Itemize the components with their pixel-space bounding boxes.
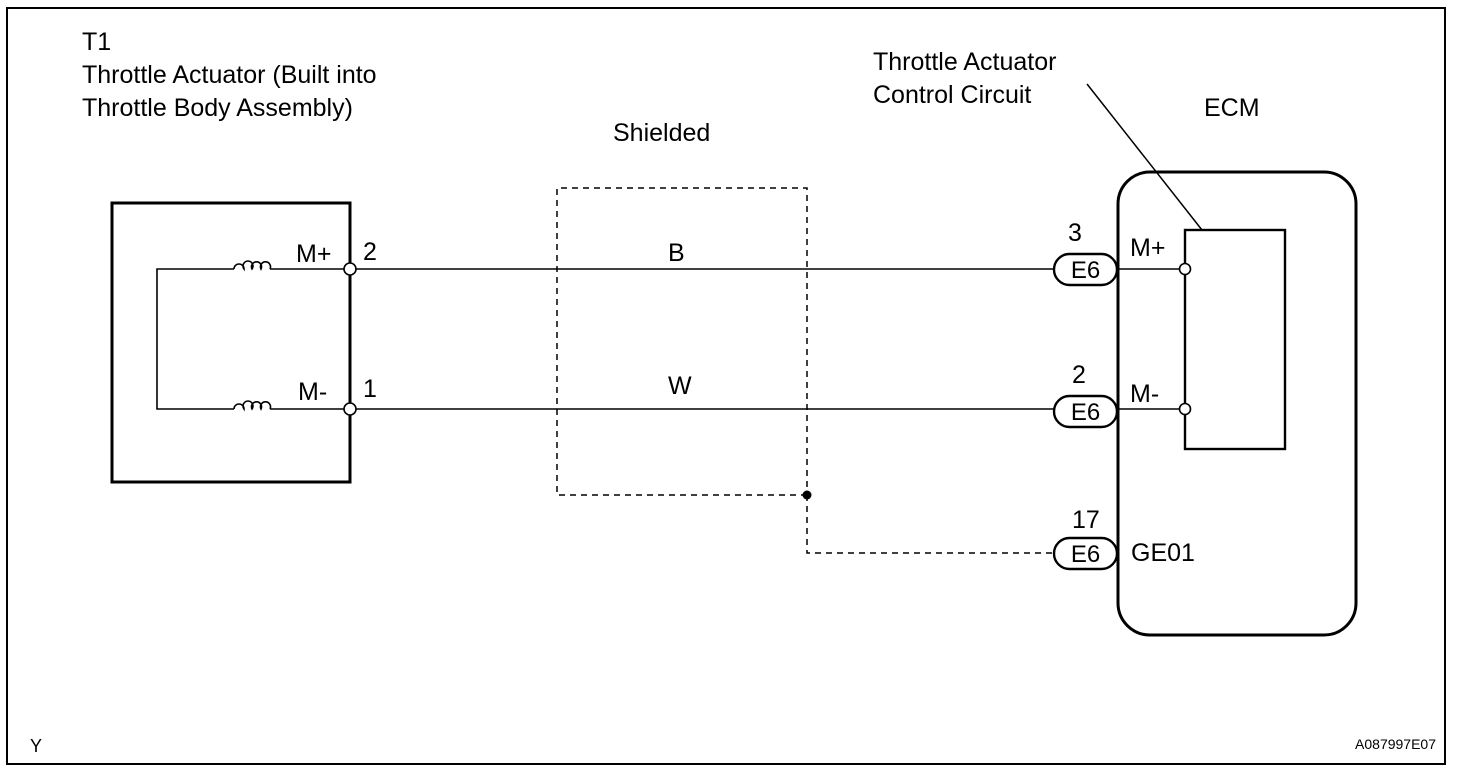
control-circuit-label-line2: Control Circuit [873, 81, 1031, 109]
figure-id: A087997E07 [1355, 736, 1436, 752]
connector-e6-pin2: E6 2 [1052, 361, 1119, 429]
shield-label: Shielded [613, 119, 710, 147]
ecm-title: ECM [1204, 94, 1260, 122]
shield-outline [556, 187, 808, 496]
actuator-terminal-mminus [343, 402, 357, 416]
connector-e6-pin2-number: 2 [1072, 361, 1086, 389]
connector-e6-pin17-code: E6 [1071, 541, 1100, 568]
connector-e6-pin17: E6 17 [1052, 506, 1119, 571]
control-circuit-leader-line [1086, 83, 1203, 231]
actuator-code: T1 [82, 28, 111, 56]
actuator-name-line1: Throttle Actuator (Built into [82, 61, 377, 89]
connector-e6-pin2-shell [1052, 394, 1119, 429]
footer-left-mark: Y [30, 736, 42, 756]
actuator-terminal-mplus [343, 262, 357, 276]
ecm-ground-label: GE01 [1131, 539, 1195, 567]
actuator-pin-mplus-label: M+ [296, 240, 331, 268]
wire-w-color-label: W [668, 372, 692, 400]
ecm-pin-mminus-label: M- [1130, 380, 1159, 408]
wire-b-color-label: B [668, 239, 685, 267]
diagram-frame [6, 7, 1446, 765]
ecm-pin-mplus-label: M+ [1130, 234, 1165, 262]
actuator-box [110, 201, 352, 484]
actuator-pin-mplus-number: 2 [363, 238, 377, 266]
connector-e6-pin3: E6 3 [1052, 219, 1119, 287]
ecm-box [1116, 170, 1358, 637]
connector-e6-pin3-shell [1052, 252, 1119, 287]
connector-e6-pin3-number: 3 [1068, 219, 1082, 247]
connector-e6-pin2-code: E6 [1071, 399, 1100, 426]
shield-ground-junction [802, 490, 812, 500]
connector-e6-pin17-shell [1052, 536, 1119, 571]
ecm-terminal-mplus [1178, 262, 1192, 276]
connector-e6-pin3-code: E6 [1071, 257, 1100, 284]
ecm-terminal-mminus [1178, 402, 1192, 416]
actuator-internal-wiring [156, 268, 344, 410]
coil-icon-top [233, 260, 272, 272]
actuator-pin-mminus-number: 1 [363, 375, 377, 403]
connector-e6-pin17-number: 17 [1072, 506, 1100, 534]
shield-ground-wire [806, 495, 1054, 554]
actuator-name-line2: Throttle Body Assembly) [82, 94, 353, 122]
coil-icon-bottom [233, 400, 272, 412]
actuator-pin-mminus-label: M- [298, 378, 327, 406]
control-circuit-box [1183, 228, 1287, 451]
control-circuit-label-line1: Throttle Actuator [873, 48, 1056, 76]
